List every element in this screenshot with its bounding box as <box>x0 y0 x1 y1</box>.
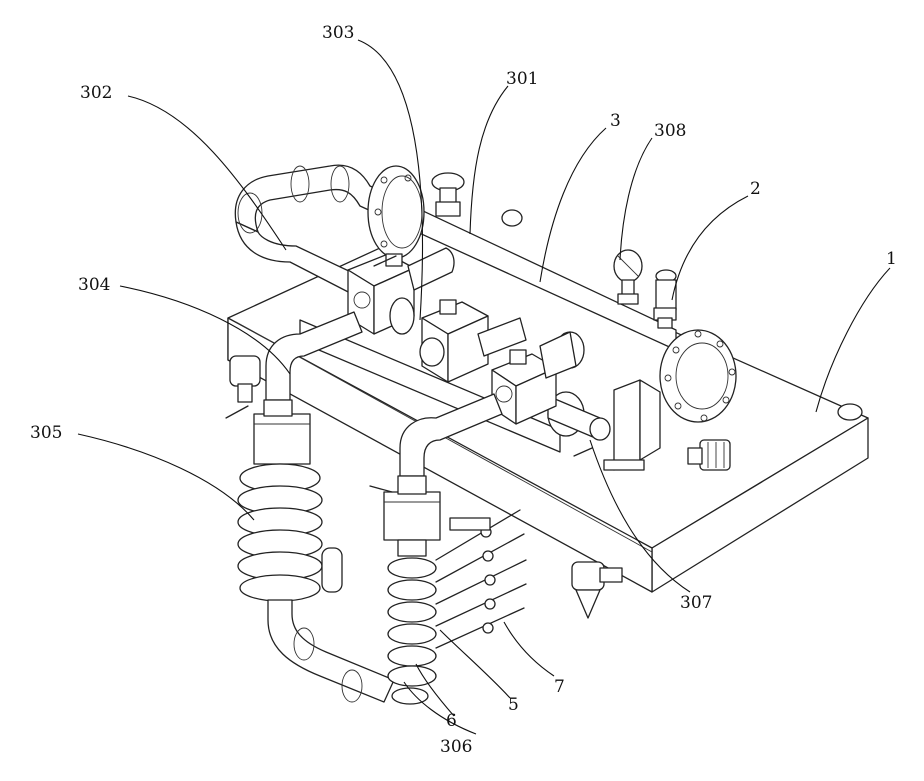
label-301: 301 <box>506 69 538 89</box>
label-1: 1 <box>886 249 897 269</box>
right-coil <box>388 558 436 704</box>
corner-knob <box>838 404 862 420</box>
support-foot-left <box>230 356 260 402</box>
rear-small-cap <box>502 210 522 226</box>
label-308: 308 <box>654 121 686 141</box>
label-7: 7 <box>554 677 565 697</box>
left-coil <box>238 464 342 601</box>
label-2: 2 <box>750 179 761 199</box>
label-6: 6 <box>446 711 457 731</box>
rear-flange <box>368 166 424 258</box>
label-303: 303 <box>322 23 354 43</box>
label-5: 5 <box>508 695 519 715</box>
label-302: 302 <box>80 83 112 103</box>
bottom-u-pipe <box>268 600 394 702</box>
rear-knob <box>432 173 464 216</box>
label-3: 3 <box>610 111 621 131</box>
support-foot-right <box>572 562 622 618</box>
label-307: 307 <box>680 593 712 613</box>
label-305: 305 <box>30 423 62 443</box>
pressure-gauge-308 <box>614 250 642 304</box>
front-flange <box>660 330 736 422</box>
heating-rods <box>436 510 526 648</box>
label-304: 304 <box>78 275 110 295</box>
label-306: 306 <box>440 737 472 757</box>
